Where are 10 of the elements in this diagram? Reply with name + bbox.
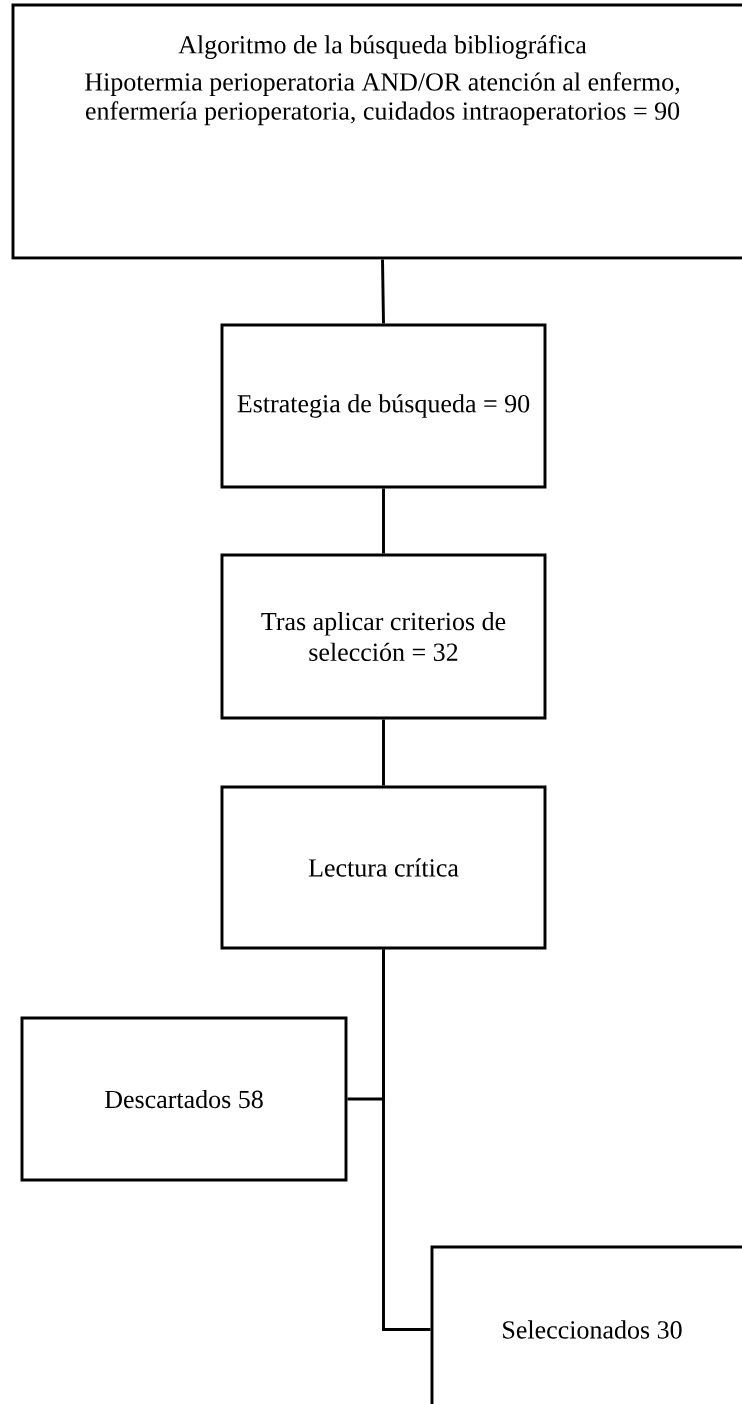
process-box: Descartados 58 — [20, 1016, 348, 1182]
connector-line — [381, 259, 385, 324]
process-box: Estrategia de búsqueda = 90 — [220, 323, 547, 489]
process-box: Seleccionados 30 — [430, 1245, 742, 1404]
process-box: Algoritmo de la búsqueda bibliográfica Hipotermia perioperatoria AND/OR atención al enfermo, enfermería perioperatoria, cuidados intraoperatorios = 90 — [11, 3, 742, 260]
connector-line — [382, 719, 385, 786]
connector-line — [382, 488, 385, 554]
connector-line — [382, 949, 431, 1331]
process-box: Lectura crítica — [220, 785, 547, 950]
process-box: Tras aplicar criterios de selección = 32 — [220, 553, 547, 720]
